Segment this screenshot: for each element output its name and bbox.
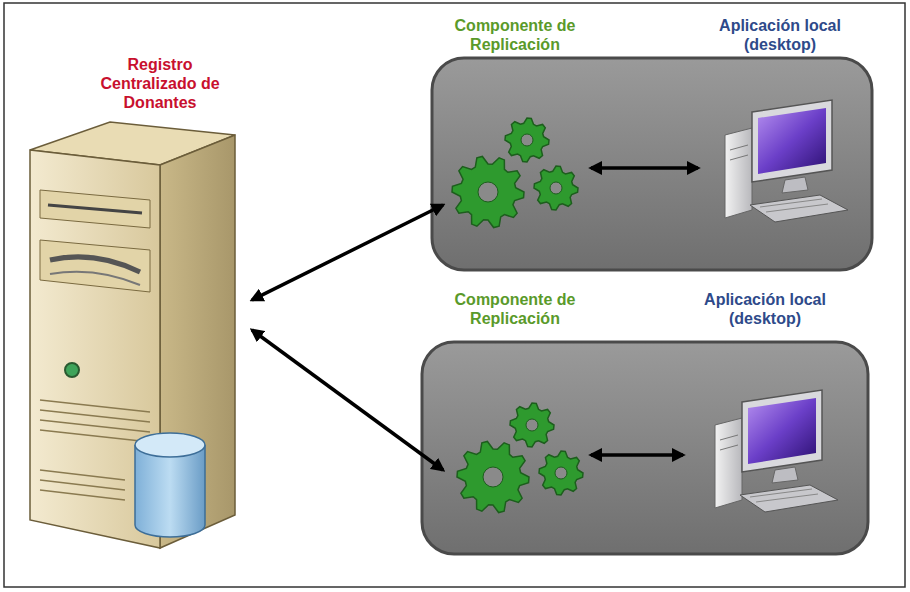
grey-panel (422, 342, 868, 554)
desktop-app: Aplicación local (desktop) (700, 16, 864, 234)
node-label: Aplicación local (desktop) (685, 290, 845, 328)
grey-panel (432, 58, 872, 270)
replication-component: Componente de Replicación (445, 290, 589, 525)
double-arrow (591, 166, 698, 170)
node-label: Componente de Replicación (445, 16, 585, 54)
computer-icon (725, 100, 848, 222)
computer-icon (715, 390, 838, 512)
node-label: Aplicación local (desktop) (700, 16, 860, 54)
replication-component: Componente de Replicación (445, 16, 589, 238)
node-label: Registro Centralizado de Donantes (85, 55, 235, 112)
gears-icon (457, 403, 583, 513)
double-arrow (252, 330, 443, 470)
server-node: Registro Centralizado de Donantes (40, 55, 250, 555)
frame (4, 3, 905, 587)
gears-icon (452, 118, 578, 228)
server-icon (30, 122, 235, 548)
desktop-app: Aplicación local (desktop) (685, 290, 849, 520)
node-label: Componente de Replicación (445, 290, 585, 328)
double-arrow (252, 205, 443, 300)
double-arrow (591, 453, 683, 457)
